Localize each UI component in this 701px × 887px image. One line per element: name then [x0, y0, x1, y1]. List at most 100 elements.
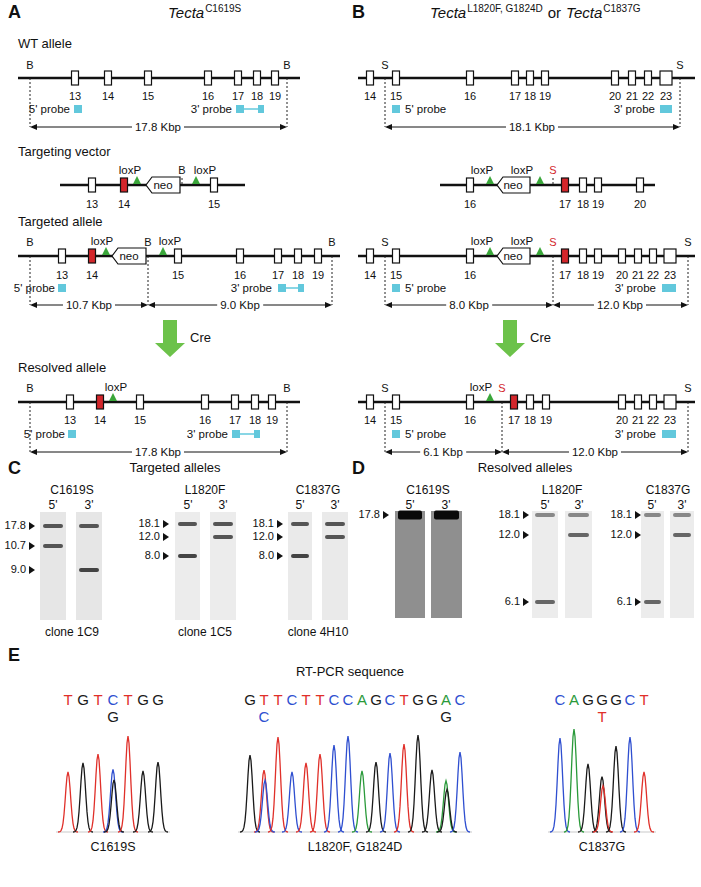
label-text: G [370, 692, 382, 708]
label-text: 3' probe [187, 428, 228, 440]
chromatogram-peak [133, 771, 153, 832]
exon-box [105, 71, 112, 85]
marker-arrow [523, 511, 529, 519]
label-text: 3' [575, 499, 584, 512]
marker-arrow [277, 533, 283, 541]
label-text: S [381, 237, 388, 249]
blot-strip [532, 511, 558, 618]
chromatogram-peak [366, 762, 386, 832]
label-text: T [123, 692, 132, 708]
label-text: 3' [85, 499, 94, 512]
panel-title: TectaC1619S [168, 4, 241, 21]
label-text: T [273, 692, 282, 708]
exon-box [580, 249, 587, 263]
blot-band [398, 511, 422, 520]
exon-box [595, 178, 602, 192]
arrow-head [385, 302, 392, 308]
label-text: 3' probe [231, 282, 272, 294]
loxp-site [159, 247, 167, 255]
marker-arrow [277, 520, 283, 528]
label-text: 14 [364, 270, 376, 282]
exon-box [269, 395, 276, 409]
label-text: C [555, 692, 566, 708]
arrow-head [30, 124, 37, 130]
label-text: 18.1 [253, 518, 274, 530]
label-text: 17 [272, 270, 284, 282]
exon-box [467, 178, 474, 192]
exon-box [637, 178, 644, 192]
label-text: 3' probe [615, 282, 656, 294]
label-text: G [244, 692, 256, 708]
exon-box [664, 395, 676, 409]
label-text: T [301, 692, 310, 708]
exon-box [205, 71, 212, 85]
exon-box [89, 249, 96, 263]
label-text: 8.0 [259, 550, 274, 562]
label-text: G [426, 692, 438, 708]
label-text: neo [503, 179, 522, 191]
label-text: 17 [508, 415, 520, 427]
exon-box [635, 249, 642, 263]
arrow-head [681, 302, 688, 308]
exon-box [252, 395, 259, 409]
label-text: A [357, 692, 367, 708]
label-text: T [259, 692, 268, 708]
label-text: 5' probe [405, 282, 446, 294]
restriction-site [30, 256, 31, 305]
label-text: A [569, 692, 579, 708]
label-text: 17 [232, 91, 244, 103]
label-text: G [582, 692, 594, 708]
exon-box [235, 71, 242, 85]
label-text: loxP [119, 164, 141, 176]
exon-box [367, 71, 374, 85]
label-text: 18 [577, 270, 589, 282]
label-text: Tecta [430, 4, 466, 21]
label-text: 6.1 [505, 596, 520, 608]
label-text: B [144, 237, 151, 249]
label-text: 19 [312, 270, 324, 282]
blot-band [291, 522, 309, 526]
label-text: 17.8 [5, 520, 26, 532]
label-text: C1837G [603, 3, 640, 14]
label-text: 3' probe [615, 428, 656, 440]
chromatogram-peak [104, 780, 124, 832]
chromatogram-peak [88, 754, 108, 832]
chromatogram-peak [606, 746, 626, 832]
arrow-head [141, 302, 148, 308]
label-text: 3' probe [614, 103, 655, 115]
label-text: 18 [524, 415, 536, 427]
chromatogram-peak [103, 769, 123, 832]
label-text: Resolved alleles [478, 461, 573, 475]
exon-box [254, 71, 261, 85]
label-text: B [26, 383, 33, 395]
label-text: 17 [229, 415, 241, 427]
chromatogram-peak [352, 771, 372, 832]
label-text: Targeted allele [18, 215, 103, 229]
blot-band [644, 600, 661, 604]
label-text: 14 [86, 270, 98, 282]
label-text: 12.0 [611, 529, 632, 541]
label-text: 13 [86, 199, 98, 211]
loxp-site [192, 176, 200, 184]
loxp-site [486, 393, 494, 401]
restriction-site [287, 402, 288, 452]
label-text: neo [119, 250, 138, 262]
exon-box [595, 249, 602, 263]
exon-box [59, 249, 66, 263]
exon-box [275, 249, 282, 263]
label-text: C1837G [579, 841, 626, 854]
exon-box [393, 71, 400, 85]
label-text: 20 [616, 415, 628, 427]
loxp-site [133, 176, 141, 184]
probe [298, 284, 304, 292]
label-text: S [684, 383, 691, 395]
exon-box [97, 395, 104, 409]
label-text: loxP [470, 381, 492, 393]
label-text: 18 [249, 415, 261, 427]
probe [68, 430, 76, 438]
blot-band [79, 524, 99, 528]
arrow-head [553, 302, 560, 308]
exon-box [145, 71, 152, 85]
label-text: 14 [102, 91, 114, 103]
restriction-site [385, 256, 386, 305]
